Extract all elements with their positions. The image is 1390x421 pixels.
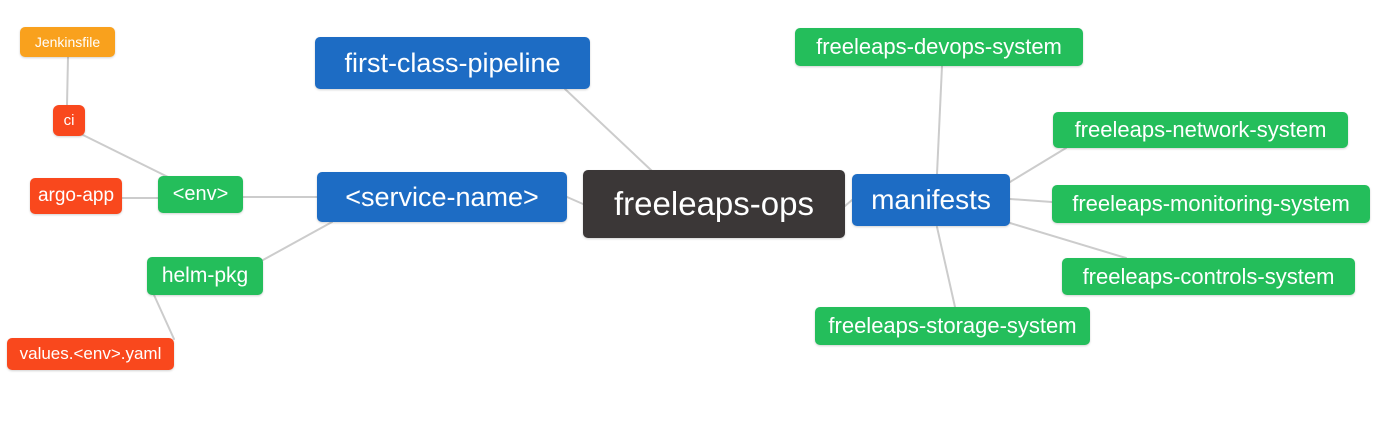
edge-pipeline-freeleaps-ops xyxy=(564,88,653,172)
node-argo-app[interactable]: argo-app xyxy=(30,178,122,214)
edge-manifests-devops xyxy=(936,65,943,175)
node-freeleaps-monitoring-system[interactable]: freeleaps-monitoring-system xyxy=(1052,185,1370,223)
edge-manifests-network xyxy=(1009,147,1067,183)
edge-manifests-storage xyxy=(936,226,956,308)
node-freeleaps-network-system[interactable]: freeleaps-network-system xyxy=(1053,112,1348,148)
node-env[interactable]: <env> xyxy=(158,176,243,213)
node-first-class-pipeline[interactable]: first-class-pipeline xyxy=(315,37,590,89)
node-freeleaps-ops[interactable]: freeleaps-ops xyxy=(583,170,845,238)
edge-manifests-controls xyxy=(1009,222,1127,259)
edge-jenkinsfile-ci xyxy=(66,56,69,106)
edge-ci-env xyxy=(80,133,171,179)
node-freeleaps-devops-system[interactable]: freeleaps-devops-system xyxy=(795,28,1083,66)
edge-freeleaps-ops-manifests xyxy=(844,199,853,207)
node-values-env-yaml[interactable]: values.<env>.yaml xyxy=(7,338,174,370)
node-helm-pkg[interactable]: helm-pkg xyxy=(147,257,263,295)
node-ci[interactable]: ci xyxy=(53,105,85,136)
edge-manifests-monitoring xyxy=(1009,198,1053,203)
node-jenkinsfile[interactable]: Jenkinsfile xyxy=(20,27,115,57)
edge-service-name-freeleaps-ops xyxy=(566,196,584,205)
node-freeleaps-controls-system[interactable]: freeleaps-controls-system xyxy=(1062,258,1355,295)
node-freeleaps-storage-system[interactable]: freeleaps-storage-system xyxy=(815,307,1090,345)
node-service-name[interactable]: <service-name> xyxy=(317,172,567,222)
node-manifests[interactable]: manifests xyxy=(852,174,1010,226)
edge-helm-pkg-service-name xyxy=(262,221,333,261)
edge-values-helm-pkg xyxy=(153,294,175,340)
